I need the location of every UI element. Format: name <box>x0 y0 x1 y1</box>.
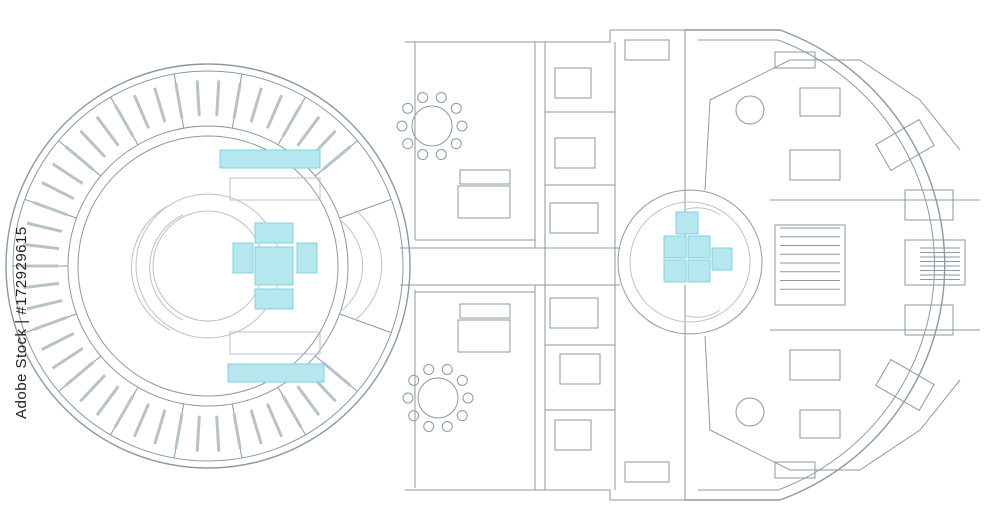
bookshelf <box>79 374 107 403</box>
chair <box>435 91 447 103</box>
chair <box>417 149 429 161</box>
bookshelf <box>281 104 303 137</box>
bookshelf <box>64 361 95 387</box>
chair <box>456 410 468 422</box>
bookshelf <box>195 80 201 117</box>
watermark-text: Adobe Stock | #172929615 <box>13 226 30 419</box>
bookshelf <box>41 181 75 201</box>
bookshelf <box>26 221 63 233</box>
bookshelf <box>23 281 60 290</box>
chair <box>462 392 474 404</box>
stair-icon <box>780 227 960 290</box>
bookshelf <box>215 80 221 117</box>
chair <box>408 410 420 422</box>
bookshelf <box>64 145 95 171</box>
chair <box>402 392 414 404</box>
middle-rooms <box>405 29 686 501</box>
bookshelf <box>266 94 284 129</box>
round-table <box>411 105 453 147</box>
chair <box>423 363 435 375</box>
bookshelf <box>266 403 284 438</box>
bookshelf <box>215 415 221 452</box>
wall-divider <box>339 313 392 334</box>
bookshelf <box>132 94 150 129</box>
bookshelf-icon <box>549 39 670 483</box>
bookshelf <box>153 87 167 123</box>
bookshelf <box>296 385 321 417</box>
round-table <box>417 377 459 419</box>
bookshelf <box>113 104 135 137</box>
bookshelf <box>174 413 184 450</box>
round-table-icon <box>396 91 474 433</box>
bookshelf <box>195 415 201 452</box>
bookshelf <box>321 361 352 387</box>
bookshelf <box>41 331 75 351</box>
chair <box>456 374 468 386</box>
chair <box>441 421 453 433</box>
chair <box>456 120 468 132</box>
right-center-seating <box>663 211 733 283</box>
chair <box>450 138 462 150</box>
round-table-icon <box>735 95 765 427</box>
bookshelf <box>232 413 242 450</box>
bookshelf <box>232 82 242 119</box>
chair <box>408 374 420 386</box>
chair <box>435 149 447 161</box>
chair <box>450 102 462 114</box>
right-capsule-wing <box>617 29 980 501</box>
bookshelf <box>51 347 84 370</box>
chair <box>402 138 414 150</box>
bookshelf <box>296 115 321 147</box>
chair <box>417 91 429 103</box>
bookshelf <box>153 409 167 445</box>
wall-divider <box>339 198 392 219</box>
bookshelf <box>79 129 107 158</box>
bookshelf <box>132 403 150 438</box>
left-center-seating <box>219 149 325 383</box>
bookshelf <box>23 242 60 251</box>
rect-table-icon <box>457 67 596 451</box>
bookshelf <box>281 395 303 428</box>
chair <box>402 102 414 114</box>
bookshelf <box>95 385 120 417</box>
bookshelf <box>95 115 120 147</box>
bookshelf <box>51 162 84 185</box>
bookshelf <box>113 395 135 428</box>
left-center-arcs <box>131 177 383 355</box>
chair <box>441 363 453 375</box>
bookshelf <box>26 299 63 311</box>
bookshelf <box>32 315 68 332</box>
central-corridor <box>400 247 620 286</box>
bookshelf <box>32 200 68 217</box>
left-circular-wing <box>5 63 411 469</box>
bookshelf <box>174 82 184 119</box>
watermark: Adobe Stock | #172929615 <box>10 0 34 529</box>
chair <box>396 120 408 132</box>
chair <box>423 421 435 433</box>
bookshelf <box>249 409 263 445</box>
bookshelf <box>321 145 352 171</box>
bookshelf <box>249 87 263 123</box>
